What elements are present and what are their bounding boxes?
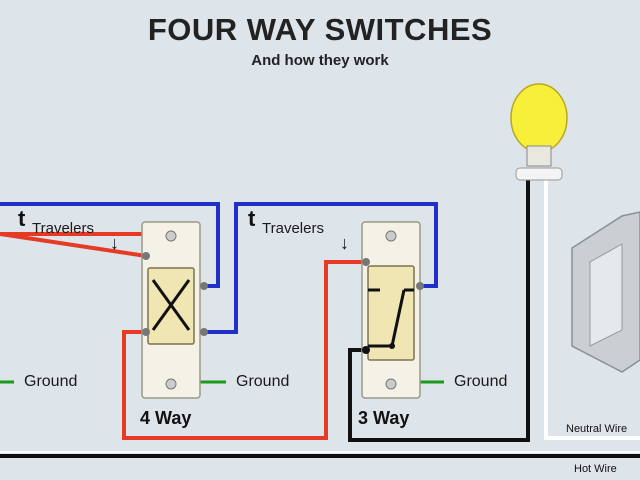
neutral-wire-label: Neutral Wire xyxy=(566,423,628,435)
red-wire-loop xyxy=(122,260,366,440)
black-wire xyxy=(348,178,530,442)
traveler-marker-left: t xyxy=(18,206,26,231)
junction-box xyxy=(571,211,640,373)
ground-label-1: Ground xyxy=(24,373,78,390)
hot-wire-label: Hot Wire xyxy=(574,463,617,475)
light-bulb xyxy=(510,83,568,181)
down-arrow-icon-right: ↓ xyxy=(340,233,349,253)
page-subtitle: And how they work xyxy=(251,52,389,69)
four-way-label: 4 Way xyxy=(140,408,192,428)
four-way-switch xyxy=(141,221,208,399)
three-way-switch xyxy=(361,221,424,399)
ground-label-2: Ground xyxy=(236,373,290,390)
blue-wire-2 xyxy=(204,202,438,334)
down-arrow-icon-left: ↓ xyxy=(110,233,119,253)
red-wire-left xyxy=(0,232,147,258)
travelers-label-left: Travelers xyxy=(32,220,94,237)
ground-label-3: Ground xyxy=(454,373,508,390)
travelers-label-right: Travelers xyxy=(262,220,324,237)
three-way-label: 3 Way xyxy=(358,408,410,428)
blue-wire-1 xyxy=(0,202,220,288)
traveler-marker-right: t xyxy=(248,206,256,231)
page-title: FOUR WAY SWITCHES xyxy=(147,12,493,47)
